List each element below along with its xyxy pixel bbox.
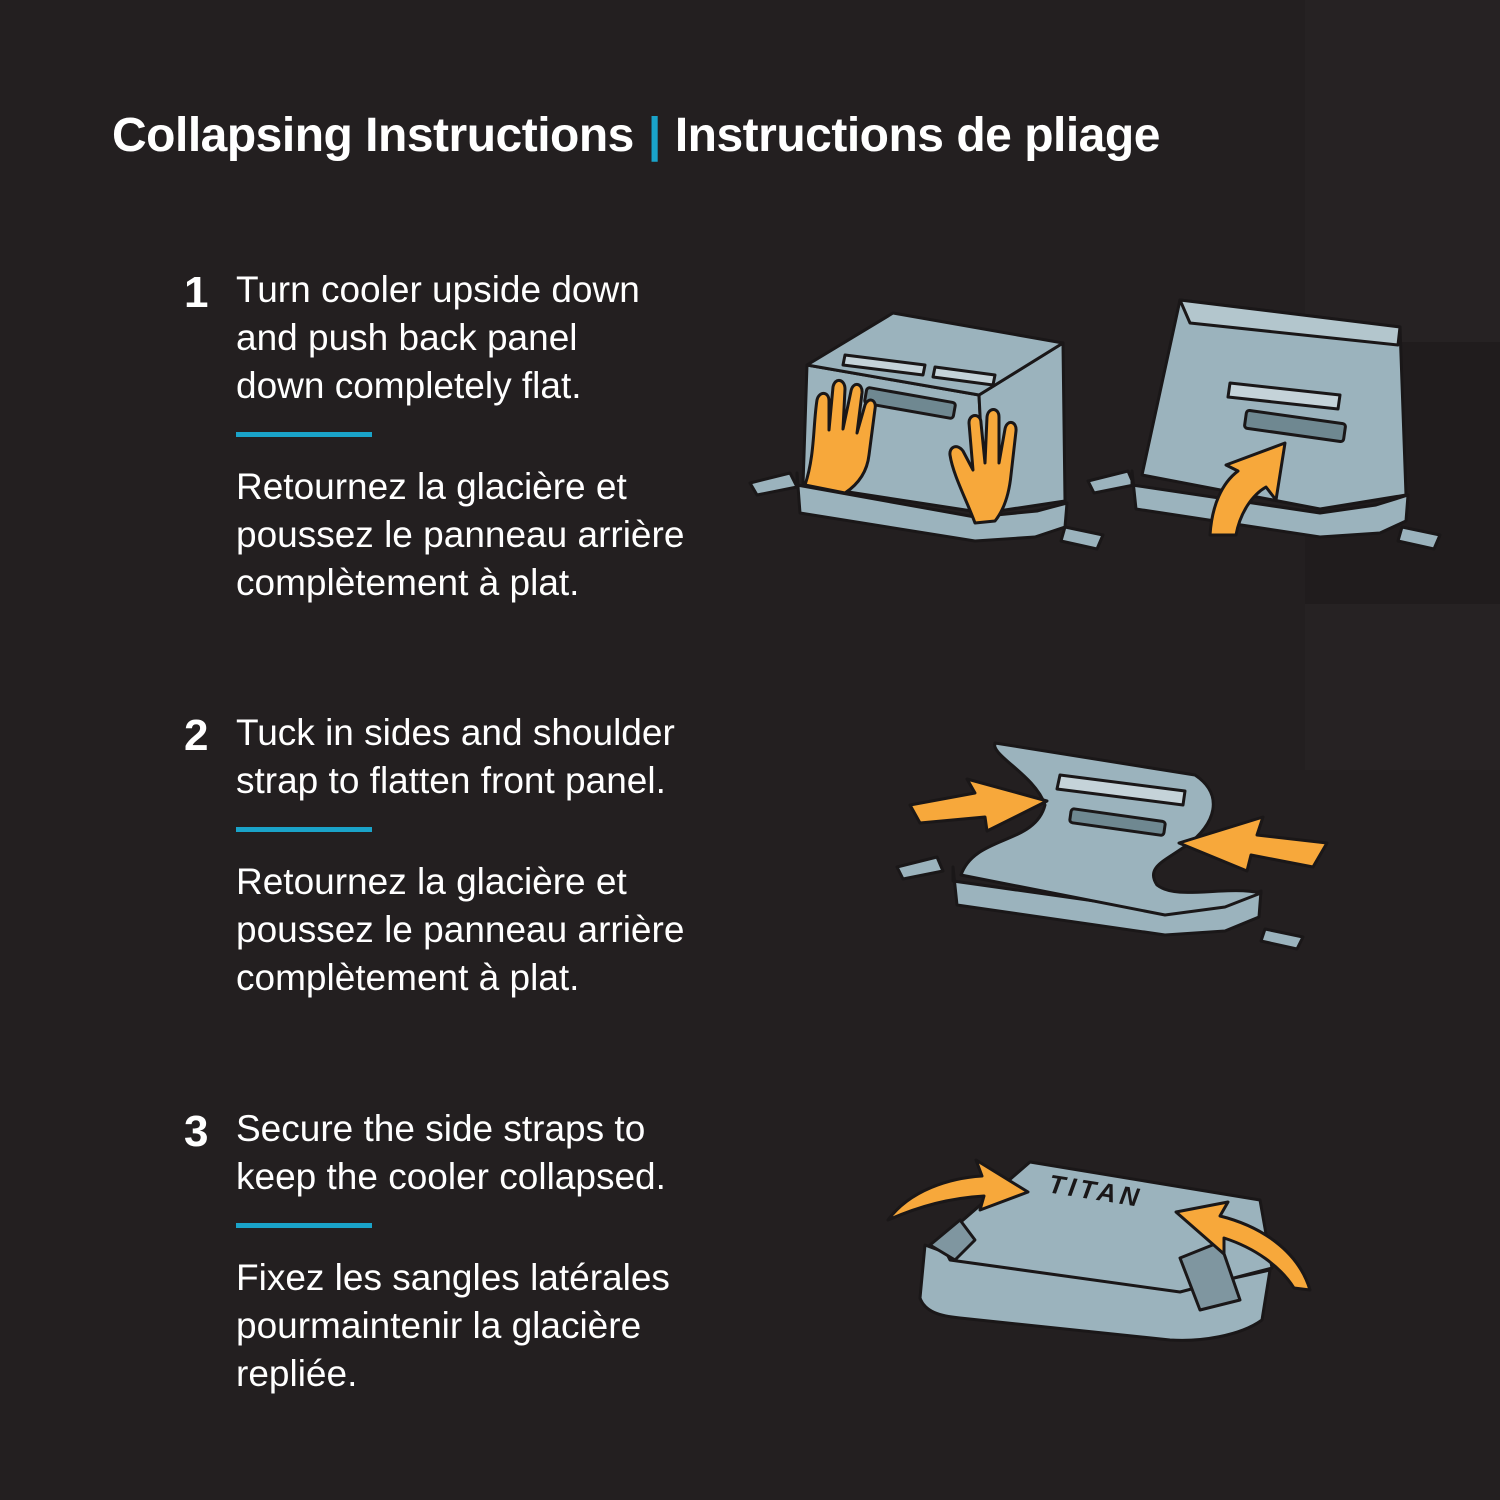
hand-icon	[948, 408, 1018, 525]
strap-tab	[895, 855, 945, 881]
cooler-handle	[1068, 807, 1167, 837]
strap	[1178, 1240, 1242, 1312]
cooler-base	[795, 471, 1069, 543]
arrow-icon	[886, 1158, 1030, 1222]
title-separator: |	[647, 109, 661, 162]
step-text: Tuck in sides and shoulder strap to flat…	[236, 709, 756, 1002]
cooler-body-top	[805, 311, 1065, 397]
step-french-text: Fixez les sangles latérales pourmainteni…	[236, 1257, 670, 1394]
cooler-label	[1226, 381, 1342, 411]
strap-tab	[1086, 469, 1136, 495]
arrow-icon	[1208, 441, 1287, 537]
strap-tab	[748, 471, 799, 497]
strap-tab	[1396, 525, 1442, 551]
step-french-text: Retournez la glacière et poussez le pann…	[236, 466, 685, 603]
step-2-tuck-sides-illustration	[895, 741, 1329, 951]
background-panel	[1305, 0, 1500, 342]
cooler-base	[951, 865, 1263, 937]
step-3-secure-straps-illustration: TITAN	[886, 1158, 1312, 1342]
strap	[928, 1218, 977, 1262]
step-text: Turn cooler upside down and push back pa…	[236, 266, 756, 607]
arrow-icon	[908, 777, 1049, 833]
cooler-label	[841, 353, 927, 377]
cooler-handle	[863, 386, 957, 420]
cooler-label	[1055, 773, 1187, 807]
step-number: 2	[184, 711, 209, 760]
divider	[236, 1223, 372, 1228]
page-title: Collapsing Instructions|Instructions de …	[112, 108, 1160, 163]
step-1-back-panel-illustration	[1086, 298, 1442, 551]
title-french: Instructions de pliage	[674, 109, 1161, 162]
hand-icon	[803, 379, 877, 495]
cooler-handle	[1243, 409, 1347, 443]
background-panel	[1305, 604, 1500, 770]
divider	[236, 827, 372, 832]
step-english-text: Tuck in sides and shoulder strap to flat…	[236, 712, 675, 801]
step-number: 1	[184, 268, 209, 317]
strap-tab	[1259, 927, 1305, 951]
step-english-text: Turn cooler upside down and push back pa…	[236, 269, 640, 406]
divider	[236, 432, 372, 437]
step-number: 3	[184, 1107, 209, 1156]
title-english: Collapsing Instructions	[112, 109, 634, 162]
back-panel	[1178, 298, 1402, 347]
cooler-body	[1140, 298, 1408, 511]
step-french-text: Retournez la glacière et poussez le pann…	[236, 861, 685, 998]
cooler-label	[931, 365, 997, 387]
step-1-cooler-hands-illustration	[748, 311, 1105, 551]
step-text: Secure the side straps to keep the coole…	[236, 1105, 756, 1398]
arrow-icon	[1174, 1200, 1312, 1292]
strap-tab	[1059, 525, 1105, 551]
step-english-text: Secure the side straps to keep the coole…	[236, 1108, 666, 1197]
arrow-icon	[1177, 815, 1329, 873]
